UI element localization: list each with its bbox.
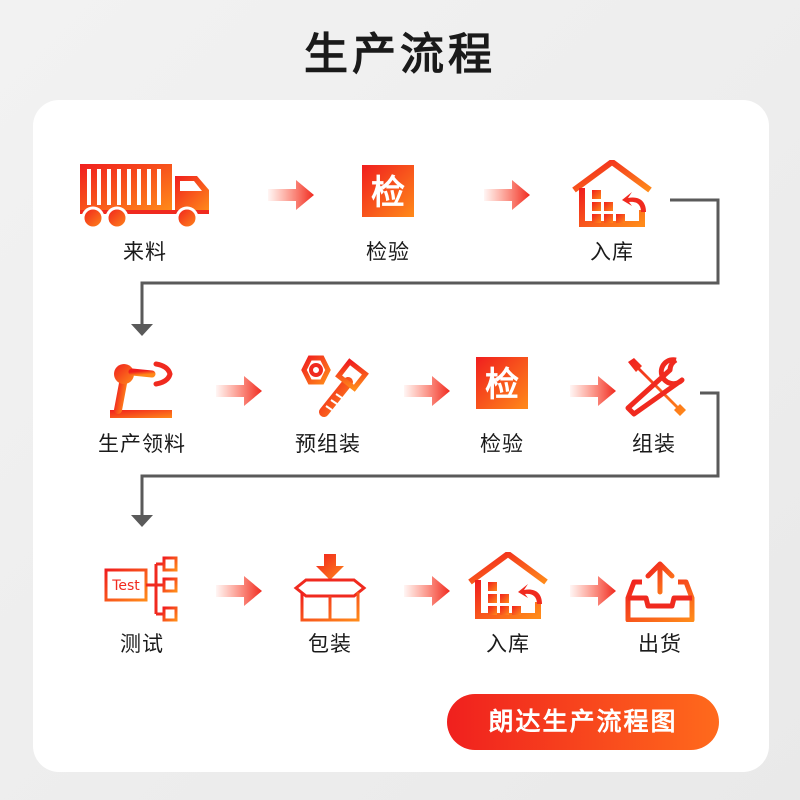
flow-arrow (404, 376, 450, 406)
svg-text:Test: Test (111, 578, 140, 594)
connector-row2-to-row3 (140, 391, 720, 518)
step-label: 组装 (632, 432, 676, 456)
warehouse-icon (572, 160, 652, 227)
test-icon: Test (104, 556, 178, 622)
step-label: 生产领料 (98, 432, 186, 456)
step-label: 入库 (486, 632, 530, 656)
step-label: 入库 (590, 240, 634, 264)
step-label: 出货 (638, 632, 682, 656)
warehouse-icon (468, 552, 548, 619)
package-icon (293, 554, 367, 622)
truck-icon (80, 164, 209, 230)
step-warehousing-2: 入库 (438, 552, 578, 658)
tools-icon (625, 357, 686, 417)
step-pre-assembly: 预组装 (258, 352, 398, 458)
step-label: 预组装 (295, 432, 361, 456)
flow-arrow (216, 376, 262, 406)
step-packaging: 包装 (260, 552, 400, 658)
flow-arrow (216, 576, 262, 606)
svg-text:检: 检 (371, 173, 405, 213)
step-assembly: 组装 (584, 352, 724, 458)
shipment-icon (625, 561, 695, 622)
flowchart-badge: 朗达生产流程图 (447, 694, 719, 750)
step-label: 测试 (120, 632, 164, 656)
connector-arrowhead-1 (131, 324, 153, 336)
step-label: 检验 (366, 240, 410, 264)
page-title: 生产流程 (304, 29, 496, 80)
connector-row1-to-row2 (140, 198, 720, 328)
step-testing: Test 测试 (72, 552, 212, 658)
svg-text:检: 检 (485, 365, 519, 405)
step-label: 来料 (123, 240, 167, 264)
inspection-icon: 检 (362, 165, 414, 217)
flow-arrow (570, 576, 616, 606)
flow-arrow (268, 180, 314, 210)
step-shipment: 出货 (590, 552, 730, 658)
step-label: 包装 (308, 632, 352, 656)
step-inspection-2: 检 检验 (432, 352, 572, 458)
step-inspection: 检 检验 (318, 160, 458, 266)
step-material-requisition: 生产领料 (72, 352, 212, 458)
flow-arrow (570, 376, 616, 406)
robot-arm-icon (110, 361, 173, 418)
flow-arrow (484, 180, 530, 210)
step-warehousing: 入库 (542, 160, 682, 266)
connector-arrowhead-2 (131, 515, 153, 527)
bolt-nut-icon (301, 355, 369, 417)
step-label: 检验 (480, 432, 524, 456)
step-incoming: 来料 (75, 160, 215, 266)
inspection-icon: 检 (476, 357, 528, 409)
flow-arrow (404, 576, 450, 606)
